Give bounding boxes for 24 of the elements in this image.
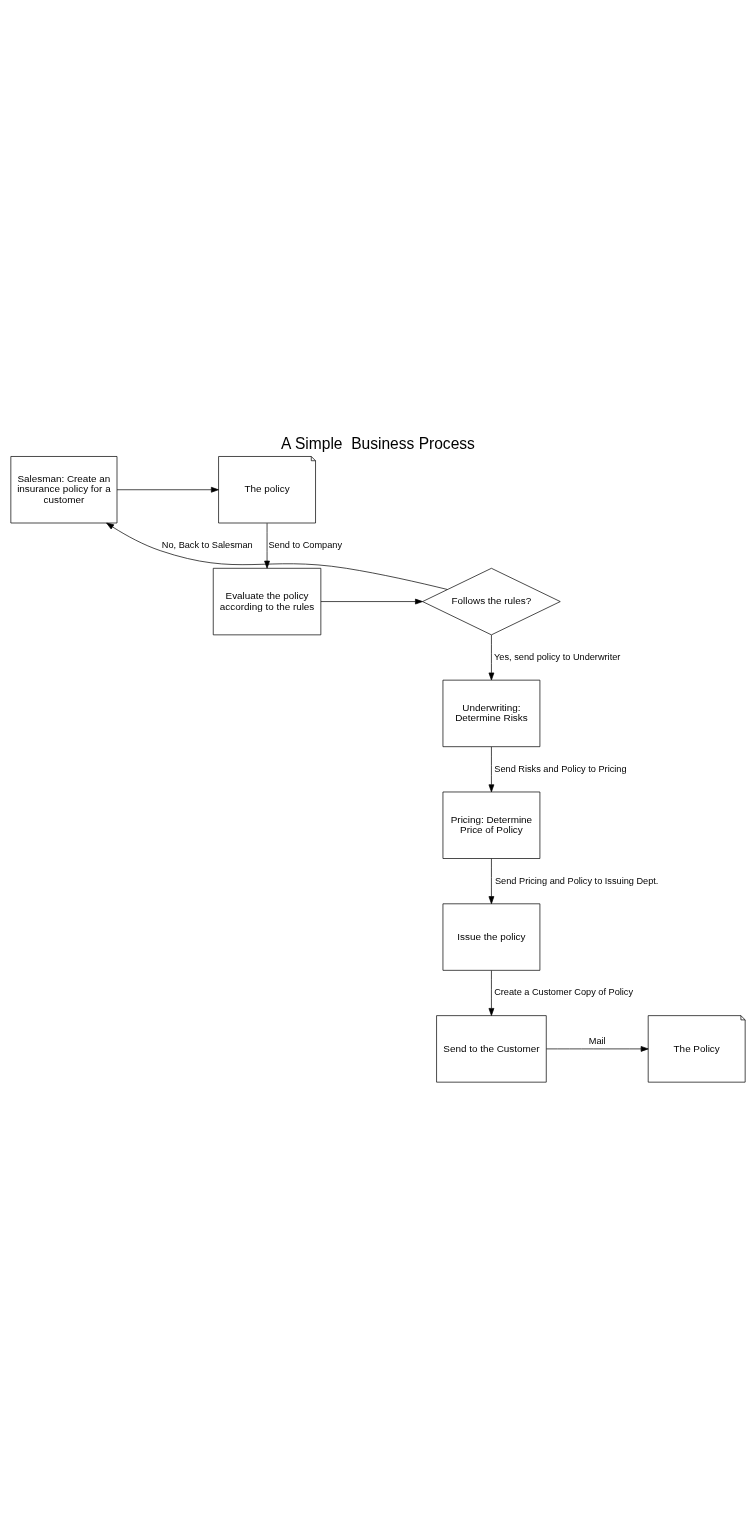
arrow: [116, 486, 219, 493]
arrow: [488, 969, 495, 1016]
arrow: [546, 1045, 649, 1052]
edge-label: Send Pricing and Policy to Issuing Dept.: [494, 875, 659, 886]
node-box: Send to the Customer: [436, 1014, 547, 1083]
node-box: Evaluate the policy according to the rules: [212, 567, 322, 635]
arrow: [488, 746, 495, 792]
edge-label: No, Back to Salesman: [161, 539, 253, 550]
edge-label: Yes, send policy to Underwriter: [494, 651, 621, 662]
arrow: [488, 857, 495, 904]
arrow: [106, 522, 448, 590]
node-diamond: Follows the rules?: [422, 567, 561, 635]
node-box: Issue the policy: [442, 902, 541, 971]
arrow: [320, 598, 423, 604]
node-box: Underwriting: Determine Risks: [442, 679, 541, 747]
edge-label: Send Risks and Policy to Pricing: [494, 763, 627, 774]
node-box: Salesman: Create an insurance policy for a customer: [10, 455, 118, 523]
arrow: [488, 634, 495, 680]
edge-label: Mail: [588, 1035, 606, 1046]
node-box: Pricing: Determine Price of Policy: [442, 791, 541, 859]
edge-label: Create a Customer Copy of Policy: [494, 986, 634, 997]
edge-label: Send to Company: [268, 539, 343, 550]
diagram-title: A Simple Business Process: [281, 434, 475, 452]
arrow: [264, 522, 270, 569]
